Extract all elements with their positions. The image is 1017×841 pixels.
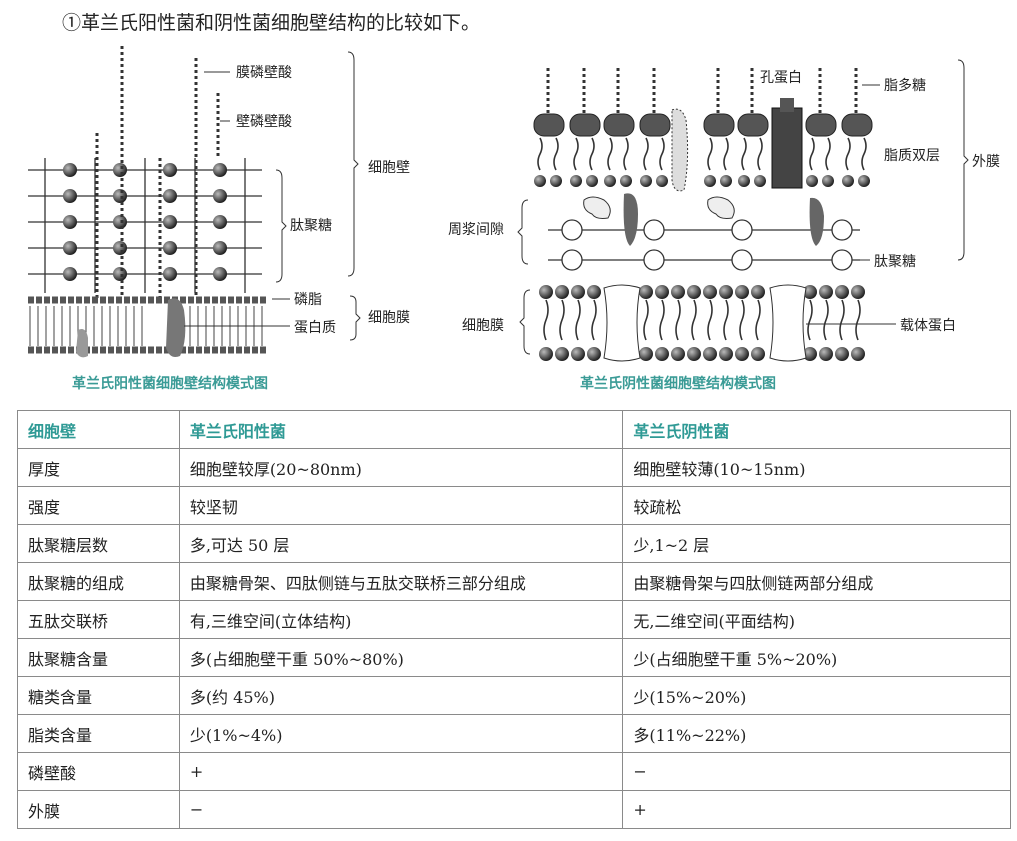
label-phospholipid: 磷脂 [294, 292, 322, 308]
table-row: 磷壁酸+− [17, 752, 1011, 791]
table-row: 肽聚糖含量多(占细胞壁干重 50%~80%)少(占细胞壁干重 5%~20%) [17, 638, 1011, 677]
table-cell: 无,二维空间(平面结构) [622, 600, 1011, 639]
cell-wall-diagrams: 膜磷壁酸 壁磷壁酸 肽聚糖 细胞壁 磷脂 蛋白质 细胞膜 [28, 46, 1000, 362]
table-cell: 由聚糖骨架、四肽侧链与五肽交联桥三部分组成 [178, 562, 624, 601]
table-cell: 强度 [17, 486, 180, 525]
table-row: 糖类含量多(约 45%)少(15%~20%) [17, 676, 1011, 715]
header-cell: 革兰氏阴性菌 [622, 410, 1011, 449]
table-cell: 肽聚糖层数 [17, 524, 180, 563]
table-cell: 少,1~2 层 [622, 524, 1011, 563]
caption-gram-positive: 革兰氏阳性菌细胞壁结构模式图 [72, 376, 268, 392]
table-cell: 外膜 [17, 790, 180, 829]
table-cell: 细胞壁较薄(10~15nm) [622, 448, 1011, 487]
table-row: 强度较坚韧较疏松 [17, 486, 1011, 525]
label-porin: 孔蛋白 [760, 70, 802, 86]
table-cell: 少(1%~4%) [178, 714, 624, 753]
table-row: 厚度细胞壁较厚(20~80nm)细胞壁较薄(10~15nm) [17, 448, 1011, 487]
caption-gram-negative: 革兰氏阴性菌细胞壁结构模式图 [580, 376, 776, 392]
comparison-table: 细胞壁 革兰氏阳性菌 革兰氏阴性菌 厚度细胞壁较厚(20~80nm)细胞壁较薄(… [17, 410, 1011, 829]
label-cell-membrane-right: 细胞膜 [462, 318, 504, 334]
table-header-row: 细胞壁 革兰氏阳性菌 革兰氏阴性菌 [17, 410, 1011, 449]
table-cell: 糖类含量 [17, 676, 180, 715]
table-cell: 较坚韧 [178, 486, 624, 525]
table-cell: 脂类含量 [17, 714, 180, 753]
table-row: 肽聚糖的组成由聚糖骨架、四肽侧链与五肽交联桥三部分组成由聚糖骨架与四肽侧链两部分… [17, 562, 1011, 601]
table-cell: 细胞壁较厚(20~80nm) [178, 448, 624, 487]
table-cell: 厚度 [17, 448, 180, 487]
table-row: 五肽交联桥有,三维空间(立体结构)无,二维空间(平面结构) [17, 600, 1011, 639]
label-protein: 蛋白质 [294, 320, 336, 336]
gram-positive-diagram: 膜磷壁酸 壁磷壁酸 肽聚糖 细胞壁 磷脂 蛋白质 细胞膜 [28, 46, 410, 358]
table-cell: − [622, 752, 1011, 791]
table-cell: 多(占细胞壁干重 50%~80%) [178, 638, 624, 677]
label-lps: 脂多糖 [884, 77, 926, 94]
header-cell: 细胞壁 [17, 410, 180, 449]
table-cell: + [622, 790, 1011, 829]
table-row: 外膜−+ [17, 790, 1011, 829]
table-cell: 多(11%~22%) [622, 714, 1011, 753]
table-cell: 肽聚糖的组成 [17, 562, 180, 601]
table-cell: 磷壁酸 [17, 752, 180, 791]
table-cell: 五肽交联桥 [17, 600, 180, 639]
table-cell: − [178, 790, 624, 829]
table-cell: 有,三维空间(立体结构) [178, 600, 624, 639]
table-cell: 较疏松 [622, 486, 1011, 525]
label-periplasm: 周浆间隙 [448, 222, 504, 238]
label-cell-wall: 细胞壁 [368, 160, 410, 176]
table-cell: 多,可达 50 层 [178, 524, 624, 563]
table-cell: 多(约 45%) [178, 676, 624, 715]
label-lipid-bilayer: 脂质双层 [884, 148, 940, 164]
table-cell: 由聚糖骨架与四肽侧链两部分组成 [622, 562, 1011, 601]
table-cell: 少(15%~20%) [622, 676, 1011, 715]
label-carrier-protein: 载体蛋白 [900, 318, 956, 334]
label-cell-membrane-left: 细胞膜 [368, 310, 410, 326]
gram-negative-diagram: 孔蛋白 脂多糖 脂质双层 外膜 周浆间隙 肽聚糖 细胞膜 载体蛋白 [448, 59, 1000, 362]
label-peptidoglycan-right: 肽聚糖 [874, 254, 916, 270]
header-cell: 革兰氏阳性菌 [178, 410, 624, 449]
section-heading: ①革兰氏阳性菌和阴性菌细胞壁结构的比较如下。 [62, 12, 481, 34]
table-row: 肽聚糖层数多,可达 50 层少,1~2 层 [17, 524, 1011, 563]
label-wall-teichoic-acid: 壁磷壁酸 [236, 114, 292, 130]
table-cell: 肽聚糖含量 [17, 638, 180, 677]
label-peptidoglycan-left: 肽聚糖 [290, 218, 332, 234]
table-cell: 少(占细胞壁干重 5%~20%) [622, 638, 1011, 677]
table-cell: + [178, 752, 624, 791]
label-outer-membrane: 外膜 [972, 154, 1000, 170]
table-row: 脂类含量少(1%~4%)多(11%~22%) [17, 714, 1011, 753]
label-lipoteichoic-acid: 膜磷壁酸 [236, 65, 292, 81]
